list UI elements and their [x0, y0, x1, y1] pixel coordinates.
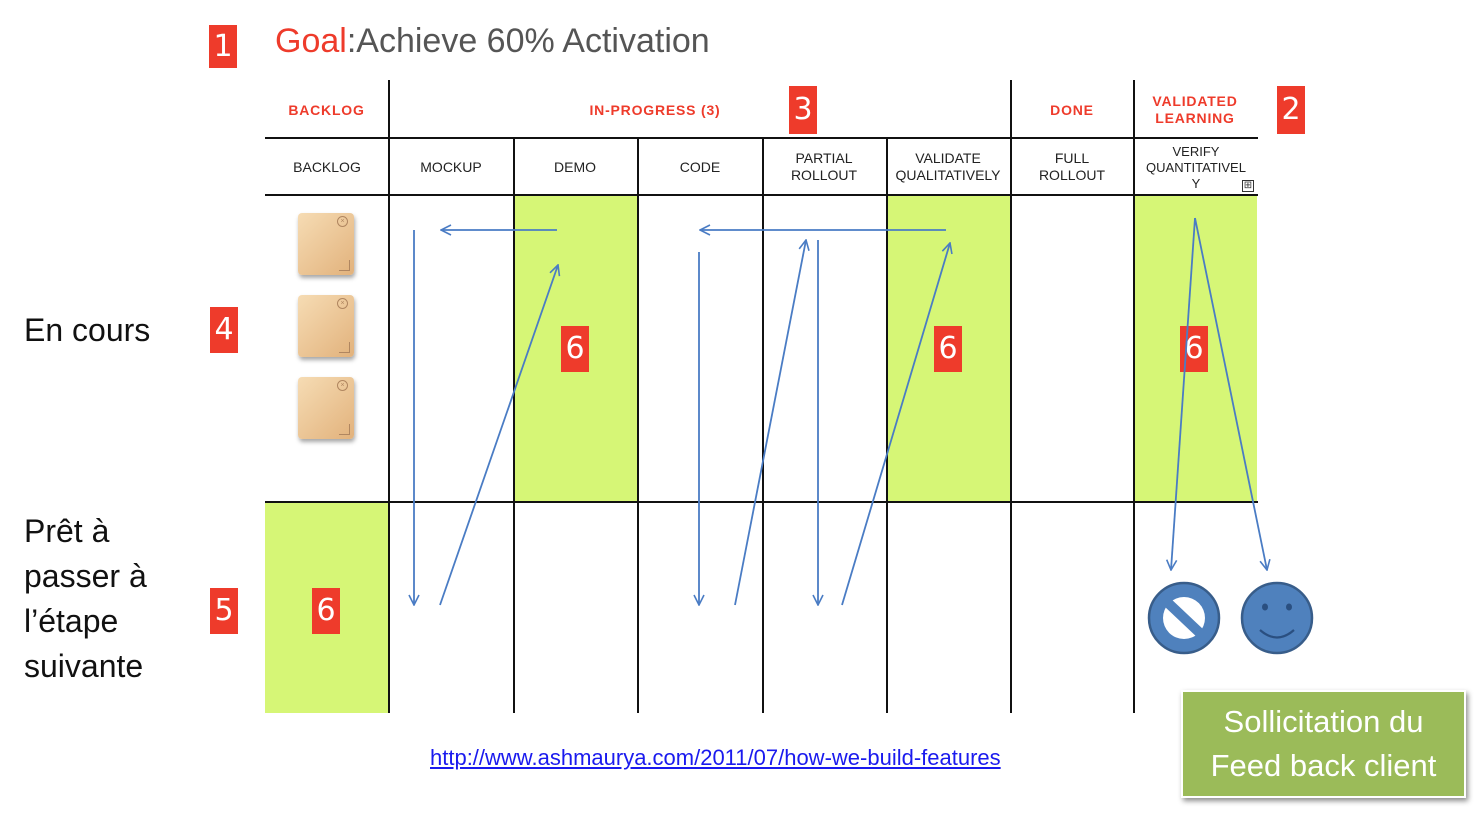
column-verify-line3: Y [1191, 176, 1201, 191]
row-label-en-cours: En cours [24, 312, 151, 348]
column-validate-line1: VALIDATE [915, 150, 981, 166]
grid-line-header [265, 194, 1258, 196]
column-partial-line1: PARTIAL [795, 150, 853, 166]
feedback-line1: Sollicitation du [1223, 704, 1424, 739]
close-icon[interactable]: × [337, 216, 348, 227]
grid-vline-3 [637, 137, 639, 713]
wip-limit-demo: 6 [561, 326, 589, 372]
row-label-pret: Prêt à passer à l’étape suivante [24, 509, 147, 689]
phase-in-progress: IN-PROGRESS (3) [589, 101, 721, 118]
badge-in-progress: 3 [789, 86, 817, 134]
grid-vline-1 [388, 80, 390, 713]
column-code: CODE [679, 158, 721, 175]
goal-separator: : [346, 22, 357, 60]
pret-line4: suivante [24, 648, 144, 684]
badge-goal: 1 [209, 25, 237, 68]
column-full-line2: ROLLOUT [1038, 167, 1106, 183]
phase-validated-line1: VALIDATED [1152, 93, 1238, 109]
wip-limit-validate: 6 [934, 326, 962, 372]
feedback-line2: Feed back client [1210, 748, 1437, 783]
resize-grip-icon[interactable] [339, 260, 350, 271]
grid-vline-2 [513, 137, 515, 713]
column-demo: DEMO [554, 158, 596, 175]
grid-vline-5 [886, 137, 888, 713]
sticky-note[interactable]: × [298, 377, 354, 439]
smiley-icon [1240, 581, 1314, 655]
column-validate-line2: QUALITATIVELY [895, 167, 1001, 183]
grid-line-middle [265, 501, 1258, 503]
goal-text: Achieve 60% Activation [356, 22, 710, 60]
column-partial-line2: ROLLOUT [790, 167, 858, 183]
source-url-link[interactable]: http://www.ashmaurya.com/2011/07/how-we-… [430, 745, 1001, 770]
phase-backlog: BACKLOG [288, 101, 365, 118]
wip-limit-backlog-ready: 6 [312, 588, 340, 634]
pret-line1: Prêt à [24, 513, 110, 549]
grid-vline-7 [1133, 80, 1135, 713]
badge-validated: 2 [1277, 86, 1305, 134]
column-verify-quantitatively: VERIFY QUANTITATIVEL Y [1134, 142, 1258, 194]
resize-grip-icon[interactable] [339, 342, 350, 353]
badge-pret: 5 [210, 588, 238, 634]
phase-validated-line2: LEARNING [1155, 110, 1235, 126]
goal-label: Goal [275, 22, 347, 60]
arrow-partial-up-to-validate [841, 243, 950, 606]
grid-line-top [265, 137, 1258, 139]
phase-done: DONE [1050, 101, 1094, 118]
goal-title: Goal:Achieve 60% Activation [275, 22, 710, 61]
column-full-rollout: FULL ROLLOUT [1010, 140, 1134, 194]
column-partial-rollout: PARTIAL ROLLOUT [762, 140, 886, 194]
column-backlog: BACKLOG [293, 158, 361, 175]
pret-line2: passer à [24, 558, 147, 594]
arrow-verify-to-no-entry [1171, 217, 1196, 570]
arrow-mockup-up-to-demo [439, 265, 558, 606]
column-verify-line2: QUANTITATIVEL [1146, 160, 1246, 175]
arrow-code-up-to-partial [734, 240, 806, 606]
phase-validated-learning: VALIDATED LEARNING [1134, 90, 1256, 130]
no-entry-icon [1147, 581, 1221, 655]
sticky-note[interactable]: × [298, 295, 354, 357]
pret-line3: l’étape [24, 603, 119, 639]
close-icon[interactable]: × [337, 298, 348, 309]
column-full-line1: FULL [1054, 150, 1090, 166]
grid-vline-4 [762, 137, 764, 713]
close-icon[interactable]: × [337, 380, 348, 391]
resize-grip-icon[interactable] [339, 424, 350, 435]
column-verify-line1: VERIFY [1172, 144, 1220, 159]
column-validate-qualitatively: VALIDATE QUALITATIVELY [886, 140, 1010, 194]
badge-en-cours: 4 [210, 307, 238, 353]
grid-vline-6 [1010, 80, 1012, 713]
expand-icon[interactable]: ⊞ [1242, 180, 1254, 192]
customer-feedback-box: Sollicitation du Feed back client [1181, 690, 1466, 798]
column-mockup: MOCKUP [420, 158, 482, 175]
arrow-verify-to-smiley [1194, 217, 1267, 570]
sticky-note[interactable]: × [298, 213, 354, 275]
